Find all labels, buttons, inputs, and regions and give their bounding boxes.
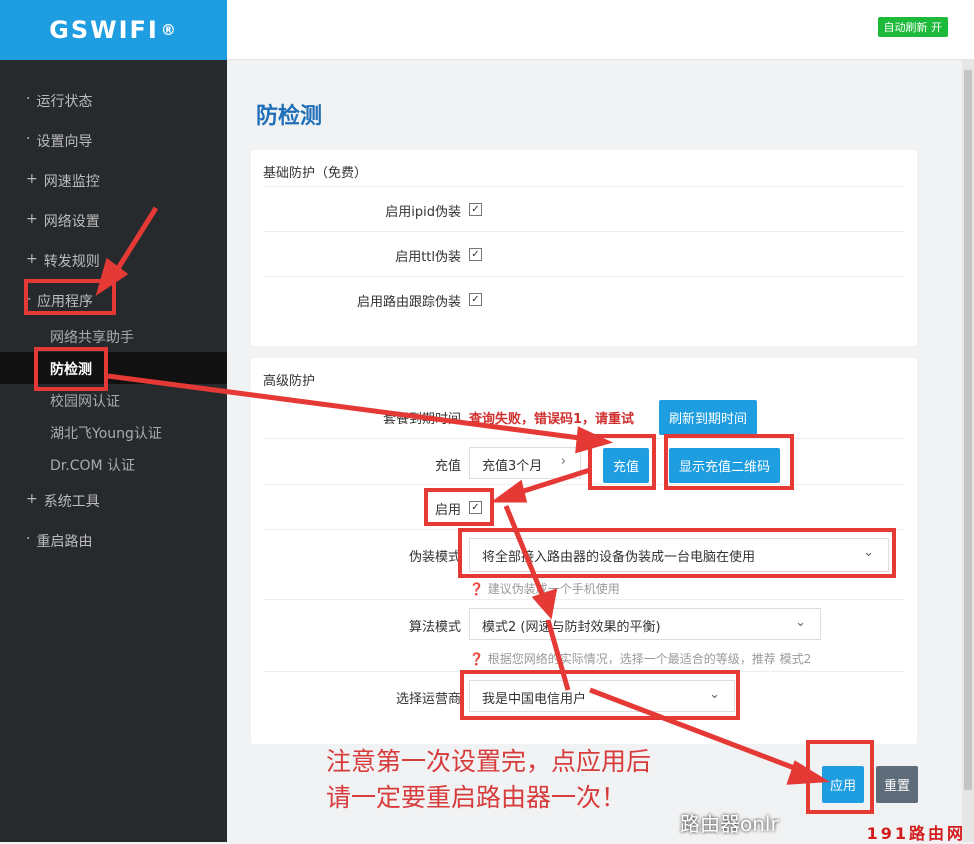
sidebar-item-network[interactable]: +网络设置 bbox=[26, 211, 100, 230]
auto-refresh-toggle[interactable]: 自动刷新 开 bbox=[877, 17, 948, 37]
active-highlight bbox=[0, 352, 227, 384]
enable-label: 启用 bbox=[434, 503, 461, 518]
annotation-note: 注意第一次设置完，点应用后请一定要重启路由器一次！ bbox=[326, 747, 652, 812]
ttl-label: 启用ttl伪装 bbox=[395, 250, 461, 265]
sidebar-item-wizard[interactable]: ·设置向导 bbox=[26, 131, 93, 150]
expire-row: 套餐到期时间 查询失败，错误码1，请重试 刷新到期时间 bbox=[263, 394, 905, 439]
algo-row: 算法模式 模式2 (网速与防封效果的平衡)⌄ ❓ 根据您网络的实际情况，选择一个… bbox=[263, 599, 905, 669]
help-icon: ❓ bbox=[469, 652, 484, 666]
chevron-down-icon: ⌄ bbox=[709, 687, 720, 702]
sidebar-item-status[interactable]: ·运行状态 bbox=[26, 91, 93, 110]
sidebar-item-speed[interactable]: +网速监控 bbox=[26, 171, 100, 190]
sidebar-sub-drcom[interactable]: Dr.COM 认证 bbox=[50, 458, 136, 474]
ttl-checkbox[interactable]: ✓ bbox=[469, 248, 482, 261]
chevron-right-icon: › bbox=[560, 454, 566, 469]
watermark: 路由器onlr bbox=[680, 812, 779, 836]
sidebar-sub-share[interactable]: 网络共享助手 bbox=[50, 330, 134, 346]
arrow-head bbox=[786, 760, 831, 785]
expire-label: 套餐到期时间 bbox=[382, 412, 461, 427]
recharge-label: 充值 bbox=[434, 459, 461, 474]
scrollbar-thumb[interactable] bbox=[964, 70, 972, 790]
sidebar-item-apps[interactable]: -应用程序 bbox=[26, 291, 94, 310]
section-title: 高级防护 bbox=[263, 374, 316, 389]
ipid-row: 启用ipid伪装 ✓ bbox=[263, 186, 905, 231]
disguise-label: 伪装模式 bbox=[408, 550, 461, 565]
help-icon: ❓ bbox=[469, 582, 484, 596]
expire-value: 查询失败，错误码1，请重试 bbox=[469, 412, 635, 427]
algo-label: 算法模式 bbox=[408, 620, 461, 635]
chevron-down-icon: ⌄ bbox=[795, 615, 806, 630]
brand-logo: GSWIFI® bbox=[0, 0, 227, 60]
basic-protection-card: 基础防护（免费） 启用ipid伪装 ✓ 启用ttl伪装 ✓ 启用路由跟踪伪装 ✓ bbox=[251, 150, 917, 346]
isp-label: 选择运营商 bbox=[395, 692, 461, 707]
page-title: 防检测 bbox=[256, 104, 323, 129]
sidebar-sub-hubei[interactable]: 湖北飞Young认证 bbox=[50, 426, 162, 442]
ipid-checkbox[interactable]: ✓ bbox=[469, 203, 482, 216]
refresh-expire-button[interactable]: 刷新到期时间 bbox=[659, 400, 758, 435]
trace-checkbox[interactable]: ✓ bbox=[469, 293, 482, 306]
algo-hint: ❓ 根据您网络的实际情况，选择一个最适合的等级，推荐 模式2 bbox=[469, 652, 812, 666]
chevron-down-icon: ⌄ bbox=[863, 545, 874, 560]
enable-checkbox[interactable]: ✓ bbox=[469, 501, 482, 514]
isp-select[interactable]: 我是中国电信用户⌄ bbox=[469, 680, 735, 712]
isp-row: 选择运营商 我是中国电信用户⌄ bbox=[263, 671, 905, 731]
sidebar-item-forward[interactable]: +转发规则 bbox=[26, 251, 100, 270]
enable-row: 启用 ✓ bbox=[263, 484, 905, 529]
ipid-label: 启用ipid伪装 bbox=[385, 205, 461, 220]
reset-button[interactable]: 重置 bbox=[876, 766, 919, 803]
recharge-button[interactable]: 充值 bbox=[603, 448, 650, 483]
sidebar-sub-campus[interactable]: 校园网认证 bbox=[50, 394, 120, 410]
sidebar: ·运行状态 ·设置向导 +网速监控 +网络设置 +转发规则 -应用程序 网络共享… bbox=[0, 60, 227, 842]
disguise-hint: ❓ 建议伪装成一个手机使用 bbox=[469, 582, 620, 596]
sidebar-item-reboot[interactable]: ·重启路由 bbox=[26, 531, 93, 550]
top-bar: 自动刷新 开 bbox=[227, 0, 974, 60]
disguise-select[interactable]: 将全部接入路由器的设备伪装成一台电脑在使用⌄ bbox=[469, 538, 889, 572]
recharge-select[interactable]: 充值3个月› bbox=[469, 447, 581, 479]
sidebar-item-tools[interactable]: +系统工具 bbox=[26, 491, 100, 510]
disguise-row: 伪装模式 将全部接入路由器的设备伪装成一台电脑在使用⌄ ❓ 建议伪装成一个手机使… bbox=[263, 529, 905, 599]
advanced-protection-card: 高级防护 套餐到期时间 查询失败，错误码1，请重试 刷新到期时间 充值 充值3个… bbox=[251, 358, 917, 744]
algo-select[interactable]: 模式2 (网速与防封效果的平衡)⌄ bbox=[469, 608, 821, 640]
ttl-row: 启用ttl伪装 ✓ bbox=[263, 231, 905, 276]
watermark: 191路由网 bbox=[866, 824, 966, 843]
trace-row: 启用路由跟踪伪装 ✓ bbox=[263, 276, 905, 321]
apply-button[interactable]: 应用 bbox=[822, 766, 865, 803]
recharge-row: 充值 充值3个月› 充值 显示充值二维码 bbox=[263, 438, 905, 483]
trace-label: 启用路由跟踪伪装 bbox=[356, 295, 461, 310]
show-qr-button[interactable]: 显示充值二维码 bbox=[669, 448, 781, 483]
sidebar-sub-antidetect[interactable]: 防检测 bbox=[50, 362, 92, 378]
scrollbar[interactable] bbox=[962, 60, 974, 842]
section-title: 基础防护（免费） bbox=[263, 166, 368, 181]
